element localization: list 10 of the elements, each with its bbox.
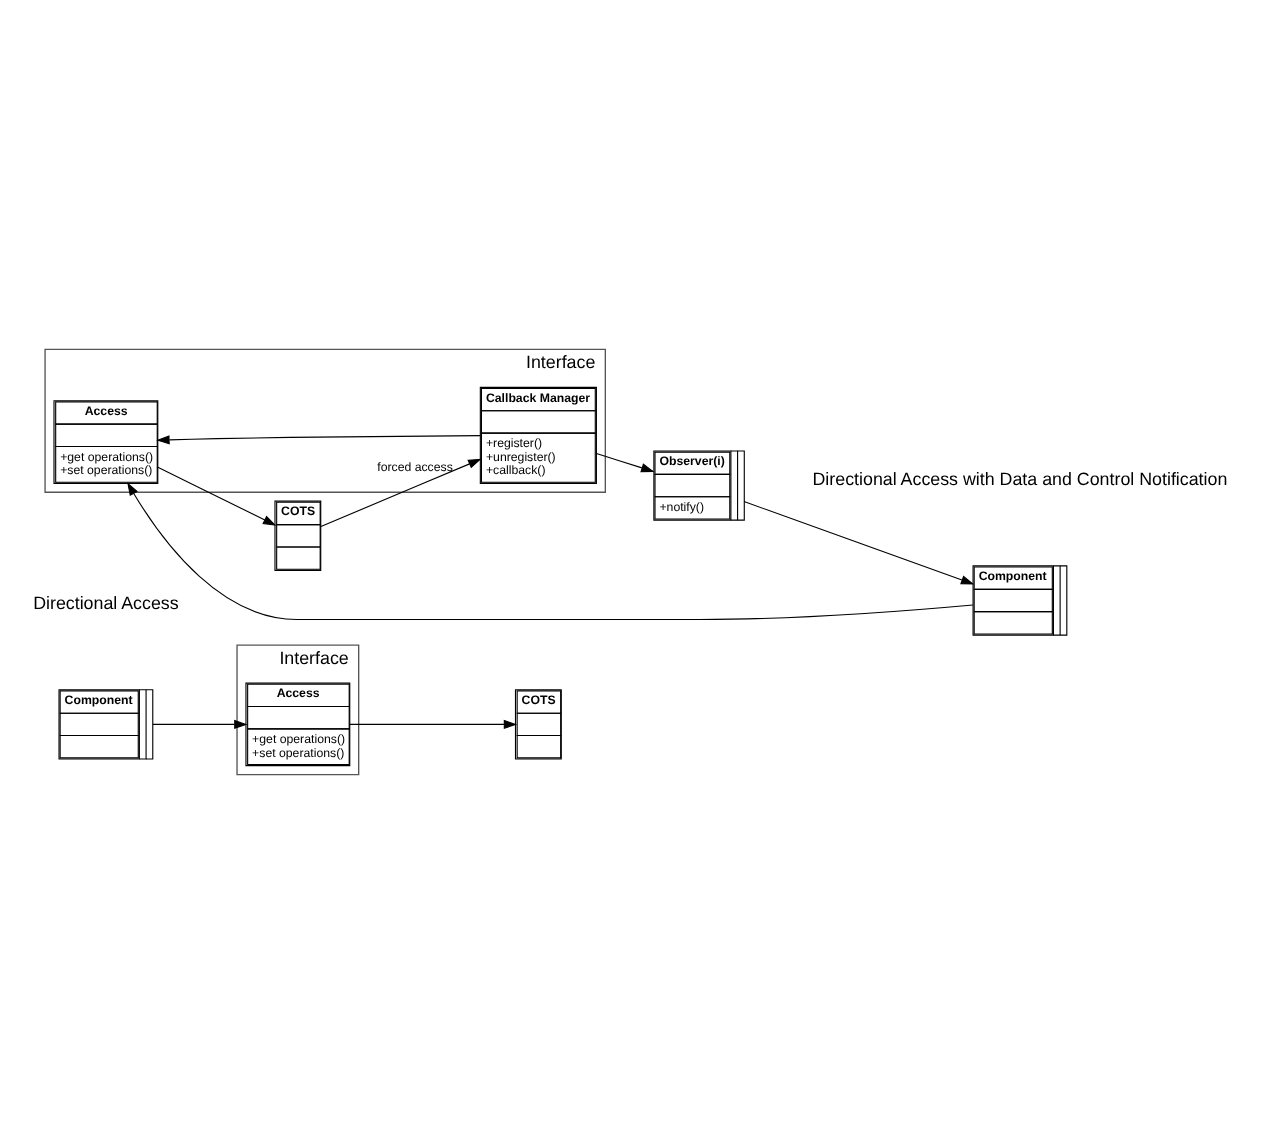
label: Directional Access (33, 592, 179, 613)
arrow (157, 465, 277, 525)
arrow (156, 434, 481, 444)
arrow (595, 451, 655, 472)
arrow (349, 718, 518, 729)
arrow (152, 718, 248, 729)
label: Directional Access with Data and Control Notification (812, 468, 1228, 489)
arrow (743, 499, 975, 584)
arrow (127, 481, 974, 620)
arrow (320, 457, 482, 527)
